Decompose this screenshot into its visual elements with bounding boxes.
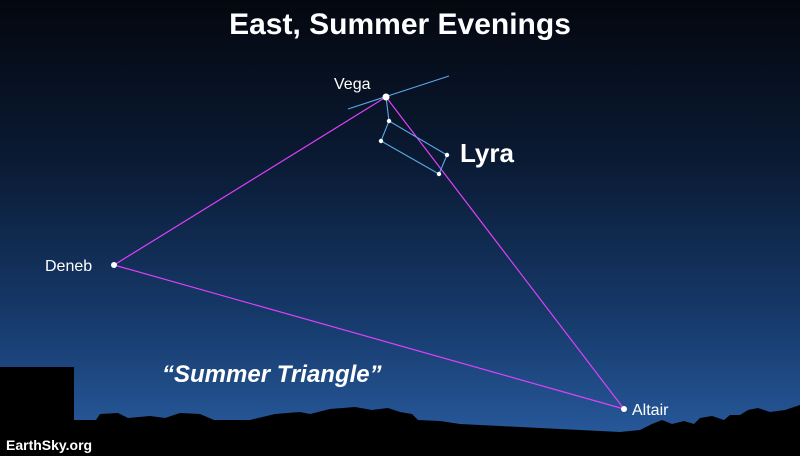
lyra-line-6 <box>438 154 448 175</box>
triangle-line-vega-deneb <box>113 96 387 266</box>
lyra-line-4 <box>388 120 448 156</box>
lyra-star <box>436 171 442 177</box>
triangle-line-vega-altair <box>385 96 625 410</box>
altair-label: Altair <box>632 402 669 419</box>
deneb-label: Deneb <box>45 258 92 275</box>
vega-label: Vega <box>334 76 371 93</box>
lyra-star <box>378 138 384 144</box>
lyra-line-2 <box>385 96 390 122</box>
lyra-line-1 <box>347 75 450 110</box>
credit-label: EarthSky.org <box>6 437 93 453</box>
lyra-line-5 <box>380 140 440 175</box>
lyra-stars <box>378 118 450 177</box>
star-altair <box>621 406 627 412</box>
lyra-star <box>444 152 450 158</box>
lyra-line-3 <box>380 120 390 142</box>
summer-triangle-lines <box>113 96 625 410</box>
lyra-lines <box>347 75 450 175</box>
star-vega <box>382 93 390 101</box>
star-deneb <box>111 262 117 268</box>
lyra-star <box>386 118 392 124</box>
horizon-silhouette <box>0 367 800 456</box>
triangle-line-deneb-altair <box>113 264 625 410</box>
summer-triangle-label: “Summer Triangle” <box>162 361 382 388</box>
chart-title: East, Summer Evenings <box>229 8 571 41</box>
lyra-label: Lyra <box>460 138 514 168</box>
